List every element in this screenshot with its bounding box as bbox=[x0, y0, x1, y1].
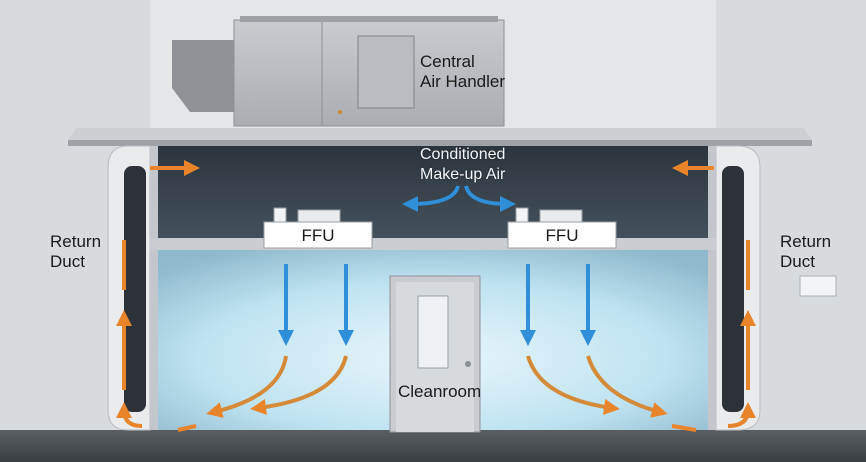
makeup-air-label: Conditioned Make-up Air bbox=[420, 145, 505, 185]
return-duct-label-right-line1: Return bbox=[780, 232, 832, 251]
cleanroom-door bbox=[389, 275, 481, 433]
sweep-arrow-right-2 bbox=[586, 355, 668, 418]
return-duct-label-left-line1: Return bbox=[50, 232, 102, 251]
return-arrow-left-corner bbox=[116, 402, 143, 428]
ffu-label-left: FFU bbox=[301, 226, 335, 245]
makeup-arrow-right bbox=[464, 185, 516, 212]
plenum-wall-right bbox=[708, 146, 716, 430]
ffu-right-unit bbox=[507, 207, 617, 249]
ffu-left-unit bbox=[263, 207, 373, 249]
plenum bbox=[150, 146, 716, 242]
sweep-arrow-right-1 bbox=[526, 355, 620, 415]
return-arrow-left-bottom bbox=[177, 424, 197, 432]
makeup-arrow-left bbox=[402, 185, 460, 212]
air-handler-unit bbox=[172, 16, 505, 127]
sweep-arrow-left-2 bbox=[250, 355, 348, 415]
cleanroom-label: Cleanroom bbox=[398, 382, 482, 401]
roof-edge bbox=[68, 140, 812, 146]
return-duct-label-right-line2: Duct bbox=[780, 252, 815, 271]
return-duct-label-left: Return Duct bbox=[50, 232, 101, 272]
return-duct-left bbox=[107, 145, 151, 431]
sweep-arrow-left-1 bbox=[206, 355, 288, 418]
roof-slab bbox=[68, 128, 812, 140]
floor bbox=[0, 430, 866, 462]
return-duct-label-left-line2: Duct bbox=[50, 252, 85, 271]
makeup-air-label-line2: Make-up Air bbox=[420, 166, 506, 183]
makeup-air-label-line1: Conditioned bbox=[420, 146, 506, 163]
wall-panel-right bbox=[799, 275, 837, 297]
return-arrow-right-corner bbox=[727, 402, 756, 428]
ffu-label-right: FFU bbox=[545, 226, 579, 245]
air-handler-label: Central Air Handler bbox=[420, 52, 505, 92]
return-arrow-right-bottom bbox=[671, 424, 697, 432]
ceiling-grid bbox=[150, 238, 716, 250]
return-duct-label-right: Return Duct bbox=[780, 232, 831, 272]
plenum-wall-left bbox=[150, 146, 158, 430]
air-handler-label-line2: Air Handler bbox=[420, 72, 506, 91]
air-handler-label-line1: Central bbox=[420, 52, 475, 71]
return-duct-right bbox=[715, 145, 761, 431]
